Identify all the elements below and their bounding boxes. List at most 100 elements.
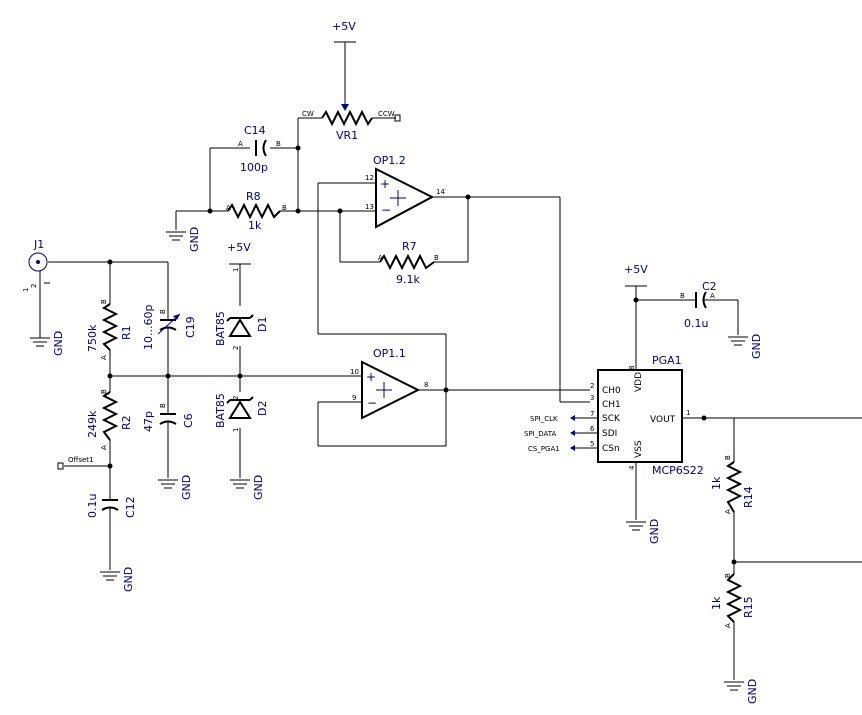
- ground-label: GND: [750, 334, 763, 359]
- svg-text:A: A: [724, 623, 732, 628]
- ground-symbol: GND: [724, 679, 759, 704]
- svg-text:1: 1: [232, 268, 240, 272]
- ground-label: GND: [746, 679, 759, 704]
- pga-mcp6s22: PGA1 MCP6S22 CH0 CH1 SCK SDI CSn VOUT VD…: [524, 354, 704, 477]
- spi-data-label: SPI_DATA: [524, 430, 556, 438]
- svg-text:13: 13: [365, 203, 374, 211]
- svg-text:8: 8: [628, 366, 636, 370]
- c19-ref: C19: [184, 316, 197, 338]
- cs-label: CS_PGA1: [528, 445, 560, 453]
- svg-text:2: 2: [232, 346, 240, 350]
- svg-text:9: 9: [352, 394, 356, 402]
- svg-text:B: B: [100, 389, 108, 394]
- ground-symbol: GND: [728, 334, 763, 359]
- svg-text:2: 2: [232, 396, 240, 400]
- d2-value: BAT85: [214, 393, 227, 428]
- resistor-r1: 750k R1 B A: [86, 299, 133, 360]
- svg-text:CH0: CH0: [602, 386, 621, 396]
- d2-ref: D2: [256, 401, 269, 416]
- supply-label: +5V: [332, 20, 356, 33]
- r14-value: 1k: [710, 476, 723, 490]
- ground-symbol: GND: [100, 567, 135, 592]
- r8-value: 1k: [248, 219, 262, 232]
- svg-text:VSS: VSS: [634, 440, 644, 458]
- c2-value: 0.1u: [684, 317, 708, 330]
- r15-ref: R15: [742, 596, 755, 618]
- r1-ref: R1: [120, 325, 133, 340]
- ground-label: GND: [252, 475, 265, 500]
- op12-ref: OP1.2: [373, 154, 406, 167]
- svg-text:6: 6: [590, 425, 595, 433]
- d1-ref: D1: [256, 317, 269, 332]
- svg-text:B: B: [724, 455, 732, 460]
- capacitor-c19: 10...60p C19 B: [142, 304, 197, 350]
- pga-part: MCP6S22: [652, 464, 704, 477]
- capacitor-c14: C14 100p A B: [238, 124, 281, 174]
- svg-text:5: 5: [590, 440, 594, 448]
- r8-ref: R8: [246, 190, 261, 203]
- op11-plus: +: [366, 370, 376, 384]
- r1-value: 750k: [86, 324, 99, 352]
- supply-symbol: +5V: [332, 20, 356, 43]
- op12-minus: −: [381, 203, 391, 217]
- net-offset: Offset1: [57, 456, 93, 470]
- svg-text:B: B: [680, 292, 685, 300]
- ground-symbol: GND: [158, 475, 193, 500]
- d1-value: BAT85: [214, 311, 227, 346]
- svg-text:A: A: [378, 254, 383, 262]
- potentiometer-vr1: CW CCW VR1: [302, 98, 401, 142]
- svg-text:7: 7: [590, 410, 594, 418]
- svg-text:B: B: [434, 254, 439, 262]
- connector-pin: 1: [22, 288, 30, 292]
- svg-text:14: 14: [436, 188, 445, 196]
- svg-text:VDD: VDD: [634, 372, 644, 392]
- svg-text:CSn: CSn: [602, 444, 620, 454]
- op11-minus: −: [367, 396, 377, 410]
- svg-text:A: A: [100, 445, 108, 450]
- ground-symbol: GND: [230, 475, 265, 500]
- r15-value: 1k: [710, 596, 723, 610]
- c14-ref: C14: [244, 124, 266, 137]
- c6-value: 47p: [142, 411, 155, 432]
- capacitor-c6: 47p C6 B: [142, 400, 195, 440]
- opamp-op12: + − OP1.2 12 13 14: [362, 154, 445, 229]
- svg-text:SDI: SDI: [602, 429, 617, 439]
- capacitor-c12: 0.1u C12: [86, 487, 137, 530]
- svg-text:3: 3: [590, 394, 594, 402]
- wires: [48, 42, 862, 680]
- ground-label: GND: [188, 227, 201, 252]
- svg-text:B: B: [159, 403, 167, 408]
- r7-ref: R7: [402, 240, 417, 253]
- resistor-r8: R8 1k A B: [226, 190, 287, 232]
- diode-d1: BAT85 D1 1 2: [214, 268, 269, 350]
- ground-label: GND: [180, 475, 193, 500]
- r14-ref: R14: [742, 486, 755, 508]
- pot-cw-label: CW: [302, 110, 314, 118]
- c6-ref: C6: [182, 413, 195, 428]
- op12-plus: +: [380, 177, 390, 191]
- diode-d2: BAT85 D2 2 1: [214, 393, 269, 432]
- svg-text:SCK: SCK: [602, 414, 621, 424]
- svg-text:B: B: [159, 309, 167, 314]
- op11-ref: OP1.1: [373, 347, 406, 360]
- svg-text:A: A: [238, 140, 243, 148]
- resistor-r15: 1k R15 B A: [710, 573, 755, 628]
- r2-ref: R2: [120, 415, 133, 430]
- connector-ref: J1: [33, 238, 44, 251]
- ground-label: GND: [122, 567, 135, 592]
- svg-text:CH1: CH1: [602, 400, 621, 410]
- c14-value: 100p: [240, 161, 268, 174]
- offset-label: Offset1: [68, 456, 93, 464]
- c12-ref: C12: [124, 496, 137, 518]
- svg-text:1: 1: [232, 428, 240, 432]
- r2-value: 249k: [86, 410, 99, 438]
- c2-ref: C2: [702, 280, 717, 293]
- ground-label: GND: [52, 331, 65, 356]
- svg-text:8: 8: [424, 381, 428, 389]
- resistor-r14: 1k R14 B A: [710, 455, 755, 514]
- ground-symbol: GND: [30, 320, 65, 356]
- svg-text:4: 4: [628, 465, 636, 470]
- svg-text:VOUT: VOUT: [650, 415, 676, 425]
- ground-symbol: GND: [166, 227, 201, 252]
